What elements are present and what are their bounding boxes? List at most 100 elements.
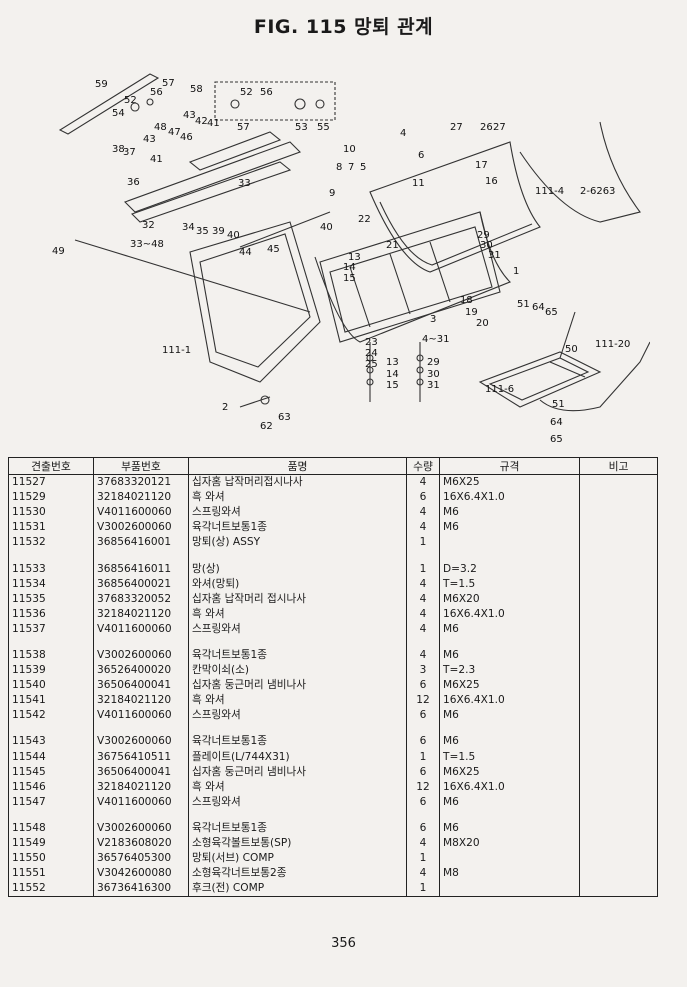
cell-name: 와셔(망퇴) xyxy=(188,576,407,592)
svg-text:20: 20 xyxy=(476,318,489,329)
svg-text:63: 63 xyxy=(278,412,291,423)
cell-no: 11540 xyxy=(8,678,94,694)
svg-text:30: 30 xyxy=(480,240,493,251)
cell-no: 11548 xyxy=(8,820,94,836)
cell-spec: M8X20 xyxy=(439,835,580,852)
cell-spec xyxy=(439,851,580,867)
figure-title: FIG. 115 망퇴 관계 xyxy=(253,16,434,38)
cell-spec: M6 xyxy=(439,708,580,724)
cell-no: 11545 xyxy=(8,764,94,780)
svg-text:64: 64 xyxy=(532,302,545,313)
svg-text:29: 29 xyxy=(427,357,440,368)
cell-spec: M6X20 xyxy=(439,591,580,607)
svg-text:10: 10 xyxy=(343,144,356,155)
page-number: 356 xyxy=(331,936,356,951)
cell-name: 육각너트보통1종 xyxy=(188,647,407,664)
cell-no: 11546 xyxy=(8,779,94,795)
cell-part: V3002600060 xyxy=(93,820,189,836)
cell-spec: 16X6.4X1.0 xyxy=(439,490,580,506)
svg-text:23: 23 xyxy=(365,337,378,348)
cell-spec: D=3.2 xyxy=(439,561,580,577)
svg-text:15: 15 xyxy=(343,273,356,284)
svg-text:8: 8 xyxy=(336,162,342,173)
cell-qty: 1 xyxy=(406,881,440,898)
svg-text:21: 21 xyxy=(386,240,399,251)
cell-qty: 4 xyxy=(406,621,440,637)
svg-text:15: 15 xyxy=(386,380,399,391)
svg-text:43: 43 xyxy=(183,110,196,121)
cell-name: 스프링와셔 xyxy=(188,621,407,637)
cell-name: 스프링와셔 xyxy=(188,505,407,521)
svg-text:13: 13 xyxy=(348,252,361,263)
cell-part: 32184021120 xyxy=(93,779,189,795)
cell-spec: M6X25 xyxy=(439,474,580,491)
cell-no: 11529 xyxy=(8,490,94,506)
cell-no: 11551 xyxy=(8,866,94,882)
cell-qty: 4 xyxy=(406,647,440,664)
cell-note xyxy=(579,779,658,795)
svg-text:14: 14 xyxy=(386,369,399,380)
svg-text:24: 24 xyxy=(365,348,378,359)
cell-part: 36856416001 xyxy=(93,535,189,551)
svg-text:33~48: 33~48 xyxy=(130,239,164,250)
cell-name: 후크(전) COMP xyxy=(188,881,407,898)
cell-note xyxy=(579,535,658,551)
cell-name: 흑 와셔 xyxy=(188,490,407,506)
cell-spec: 16X6.4X1.0 xyxy=(439,779,580,795)
cell-spec: M6 xyxy=(439,734,580,750)
cell-part: V3042600080 xyxy=(93,866,189,882)
cell-note xyxy=(579,576,658,592)
cell-name: 스프링와셔 xyxy=(188,794,407,810)
svg-text:2: 2 xyxy=(222,402,228,413)
svg-text:27: 27 xyxy=(493,122,506,133)
cell-note xyxy=(579,764,658,780)
cell-spec xyxy=(439,881,580,898)
cell-name: 스프링와셔 xyxy=(188,708,407,724)
header-quantity: 수량 xyxy=(406,457,440,475)
cell-note xyxy=(579,520,658,536)
cell-note xyxy=(579,621,658,637)
svg-text:3: 3 xyxy=(430,314,436,325)
cell-part: V3002600060 xyxy=(93,734,189,750)
cell-qty: 6 xyxy=(406,734,440,750)
cell-note xyxy=(579,794,658,810)
cell-qty: 4 xyxy=(406,606,440,622)
svg-text:26: 26 xyxy=(480,122,493,133)
svg-text:25: 25 xyxy=(365,359,378,370)
cell-no: 11538 xyxy=(8,647,94,664)
svg-text:32: 32 xyxy=(142,220,155,231)
cell-note xyxy=(579,734,658,750)
cell-name: 소형육각볼트보통(SP) xyxy=(188,835,407,852)
cell-qty: 1 xyxy=(406,851,440,867)
cell-name: 망퇴(서브) COMP xyxy=(188,851,407,867)
svg-text:6: 6 xyxy=(418,150,424,161)
svg-text:65: 65 xyxy=(550,434,563,445)
cell-qty: 6 xyxy=(406,764,440,780)
svg-text:62: 62 xyxy=(260,421,273,432)
svg-text:40: 40 xyxy=(320,222,333,233)
svg-text:35: 35 xyxy=(196,226,209,237)
svg-text:51: 51 xyxy=(517,299,530,310)
cell-note xyxy=(579,708,658,724)
cell-spec: 16X6.4X1.0 xyxy=(439,606,580,622)
svg-text:56: 56 xyxy=(260,87,273,98)
svg-text:52: 52 xyxy=(124,95,137,106)
svg-text:11: 11 xyxy=(412,178,425,189)
cell-part: V4011600060 xyxy=(93,621,189,637)
cell-qty: 6 xyxy=(406,678,440,694)
cell-name: 십자홈 납작머리접시나사 xyxy=(188,474,407,491)
cell-spec xyxy=(439,535,580,551)
svg-text:43: 43 xyxy=(143,134,156,145)
svg-text:18: 18 xyxy=(460,295,473,306)
table-spacer-row xyxy=(8,723,658,735)
cell-qty: 4 xyxy=(406,866,440,882)
cell-part: 37683320052 xyxy=(93,591,189,607)
